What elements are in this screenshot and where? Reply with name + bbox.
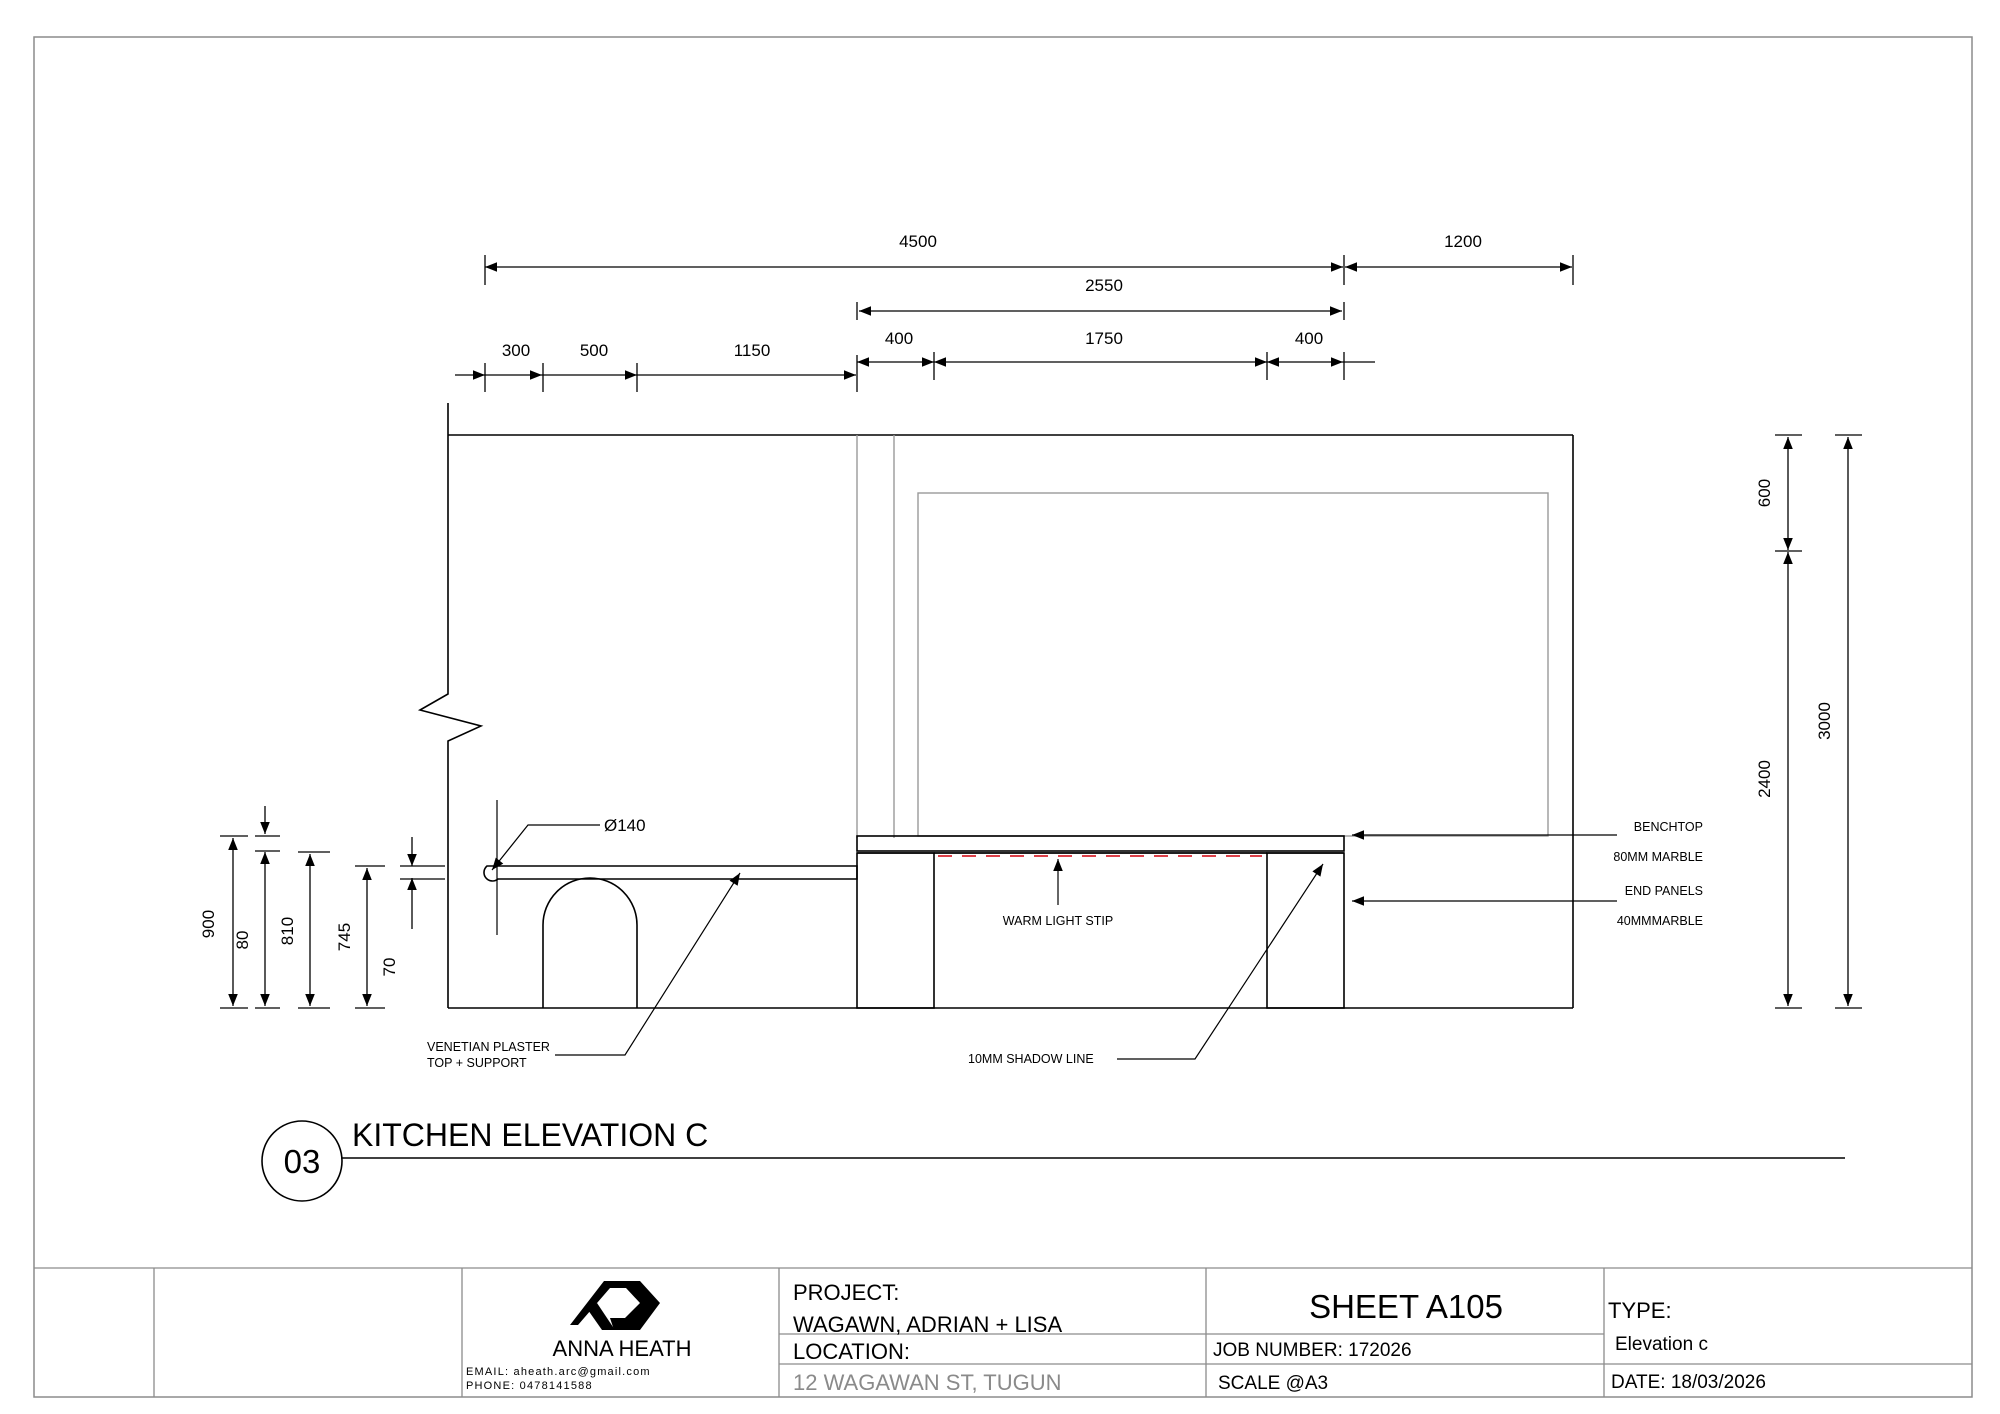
note-shadow-line: 10MM SHADOW LINE [968, 1052, 1094, 1066]
sheet-border [33, 36, 1973, 1398]
wall-recess [856, 435, 1549, 838]
dim-2400: 2400 [1755, 760, 1774, 798]
end-panel-right [1266, 852, 1345, 1009]
note-benchtop: BENCHTOP [1634, 820, 1703, 834]
dimension-lines [220, 255, 1862, 1009]
location-value: 12 WAGAWAN ST, TUGUN [793, 1370, 1062, 1395]
dim-400-right: 400 [1295, 329, 1323, 348]
title-block: ANNA HEATH EMAIL: aheath.arc@gmail.com P… [34, 1267, 1972, 1397]
type-label: TYPE: [1608, 1298, 1672, 1323]
elevation-drawing [417, 403, 1574, 1009]
note-top-support: TOP + SUPPORT [427, 1056, 527, 1070]
dim-745: 745 [335, 923, 354, 951]
designer-name: ANNA HEATH [553, 1336, 692, 1361]
project-label: PROJECT: [793, 1280, 899, 1305]
dimension-labels: 4500 1200 2550 300 500 1150 400 1750 400… [199, 232, 1834, 976]
end-panel-left [856, 852, 935, 1009]
dim-300: 300 [502, 341, 530, 360]
dim-80: 80 [233, 931, 252, 950]
note-warm-light: WARM LIGHT STIP [1003, 914, 1113, 928]
dim-diameter-140: Ø140 [604, 816, 646, 835]
note-80mm-marble: 80MM MARBLE [1613, 850, 1703, 864]
date: DATE: 18/03/2026 [1611, 1372, 1766, 1393]
drawing-number: 03 [284, 1143, 321, 1180]
designer-phone: PHONE: 0478141588 [466, 1380, 593, 1392]
dim-810: 810 [278, 917, 297, 945]
project-value: WAGAWN, ADRIAN + LISA [793, 1312, 1062, 1337]
dim-2550: 2550 [1085, 276, 1123, 295]
dim-3000: 3000 [1815, 702, 1834, 740]
table-top [483, 865, 858, 882]
type-value: Elevation c [1615, 1334, 1708, 1355]
drawing-title-text: KITCHEN ELEVATION C [352, 1117, 708, 1153]
anna-heath-logo [570, 1281, 660, 1330]
sheet-number: SHEET A105 [1309, 1288, 1503, 1325]
island-benchtop [856, 835, 1345, 852]
leader-lines [491, 800, 1617, 1060]
table-arch-support [542, 877, 638, 1008]
drawing-number-circle [261, 1120, 343, 1202]
dim-1200: 1200 [1444, 232, 1482, 251]
dim-70: 70 [380, 958, 399, 977]
dim-600: 600 [1755, 479, 1774, 507]
drawing-title: 03 KITCHEN ELEVATION C [261, 1117, 1845, 1202]
dim-1150: 1150 [734, 341, 771, 360]
dim-500: 500 [580, 341, 608, 360]
dim-1750: 1750 [1085, 329, 1123, 348]
designer-email: EMAIL: aheath.arc@gmail.com [466, 1366, 651, 1378]
dim-400-left: 400 [885, 329, 913, 348]
note-40mm-marble: 40MMMARBLE [1617, 914, 1703, 928]
note-end-panels: END PANELS [1625, 884, 1703, 898]
location-label: LOCATION: [793, 1339, 910, 1364]
note-venetian-plaster: VENETIAN PLASTER [427, 1040, 550, 1054]
dim-4500: 4500 [899, 232, 937, 251]
wall-break-line [417, 403, 484, 1008]
annotation-notes: BENCHTOP 80MM MARBLE END PANELS 40MMMARB… [427, 820, 1703, 1070]
job-number: JOB NUMBER: 172026 [1213, 1340, 1412, 1361]
scale: SCALE @A3 [1218, 1373, 1328, 1394]
dim-900: 900 [199, 910, 218, 938]
